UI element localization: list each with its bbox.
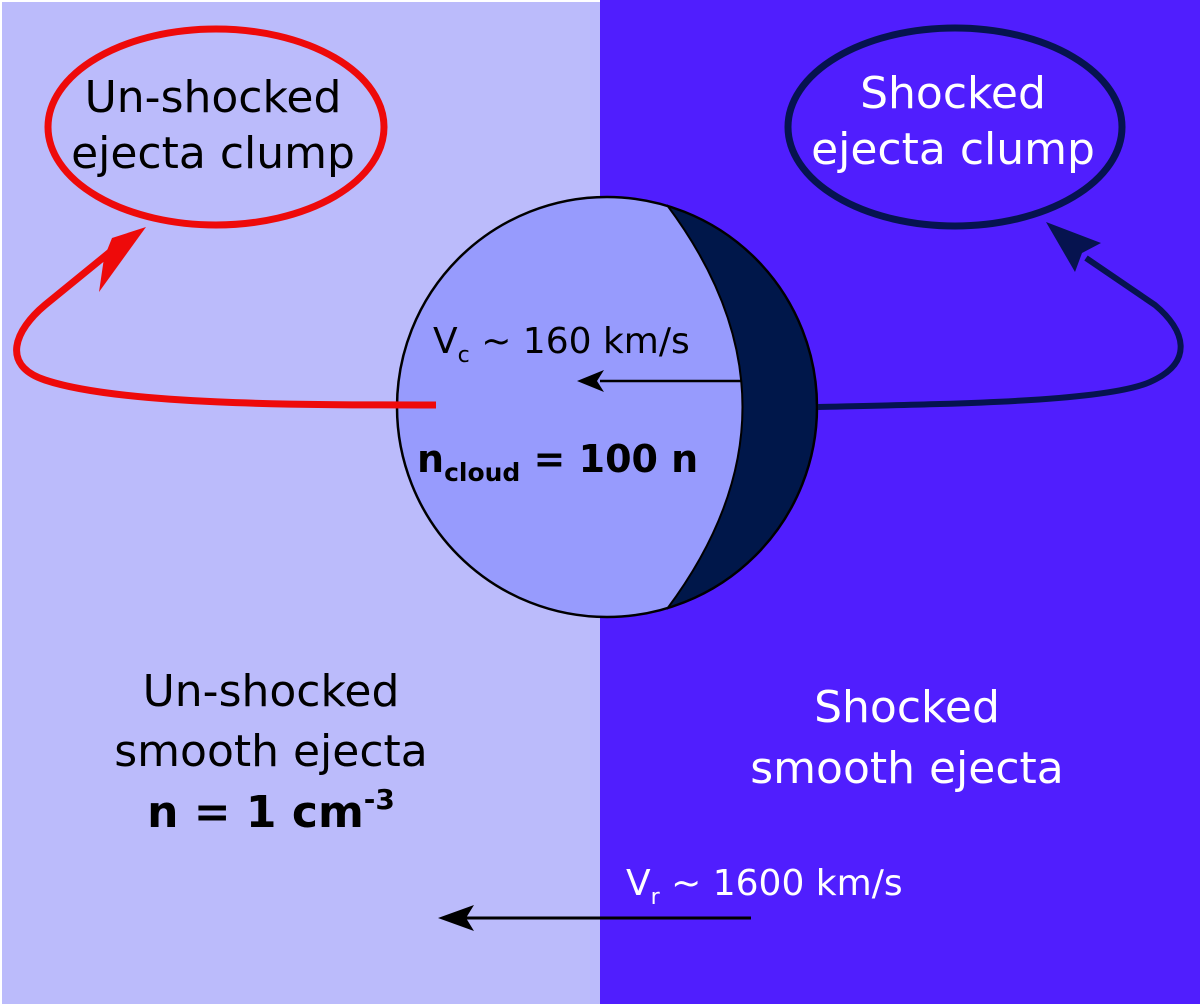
crescent-edge (666, 204, 744, 610)
shocked-crescent (667, 205, 817, 609)
cloud-velocity-subscript: c (458, 343, 470, 368)
unshocked-density-exponent: -3 (364, 783, 395, 816)
unshocked-density-label: n = 1 cm-3 (147, 783, 395, 838)
unshocked-smooth-label-line2: smooth ejecta (114, 726, 428, 777)
reverse-shock-velocity-value: ~ 1600 km/s (660, 863, 903, 904)
reverse-shock-velocity-subscript: r (651, 885, 661, 910)
reverse-shock-velocity-symbol: V (626, 863, 651, 904)
reverse-shock-velocity-arrow (438, 905, 751, 931)
cloud-velocity-label: Vc ~ 160 km/s (433, 321, 690, 368)
cloud-density-subscript: cloud (444, 458, 520, 487)
cloud-velocity-value: ~ 160 km/s (470, 321, 690, 362)
shocked-clump-label-line1: Shocked (860, 68, 1046, 119)
unshocked-clump-label-line2: ejecta clump (71, 128, 355, 179)
cloud-body (397, 197, 817, 617)
unshocked-clump-ellipse (44, 25, 388, 229)
reverse-shock-velocity-label: Vr ~ 1600 km/s (626, 863, 903, 910)
shocked-transition-arrow (817, 222, 1184, 410)
cloud-velocity-arrow (577, 370, 742, 392)
cloud-velocity-arrowhead (577, 370, 604, 392)
cloud-density-label: ncloud = 100 n (417, 437, 698, 487)
shocked-smooth-label-line1: Shocked (814, 682, 1000, 733)
shocked-transition-curve (817, 255, 1184, 410)
shocked-smooth-label-line2: smooth ejecta (750, 743, 1064, 794)
cloud-density-symbol: n (417, 437, 444, 481)
shocked-clump-label-line2: ejecta clump (811, 124, 1095, 175)
shocked-transition-arrowhead (1046, 222, 1101, 272)
shocked-clump-ellipse (784, 24, 1126, 230)
unshocked-transition-arrowhead (99, 227, 146, 292)
unshocked-transition-curve (13, 249, 437, 409)
unshocked-density-text: n = 1 cm (147, 787, 364, 838)
unshocked-transition-arrow (13, 227, 437, 409)
cloud-velocity-symbol: V (433, 321, 458, 362)
cloud-density-value: = 100 n (520, 437, 698, 481)
unshocked-clump-label-line1: Un-shocked (85, 72, 342, 123)
unshocked-smooth-label-line1: Un-shocked (143, 666, 400, 717)
reverse-shock-arrowhead (438, 905, 474, 931)
cloud (395, 195, 819, 619)
